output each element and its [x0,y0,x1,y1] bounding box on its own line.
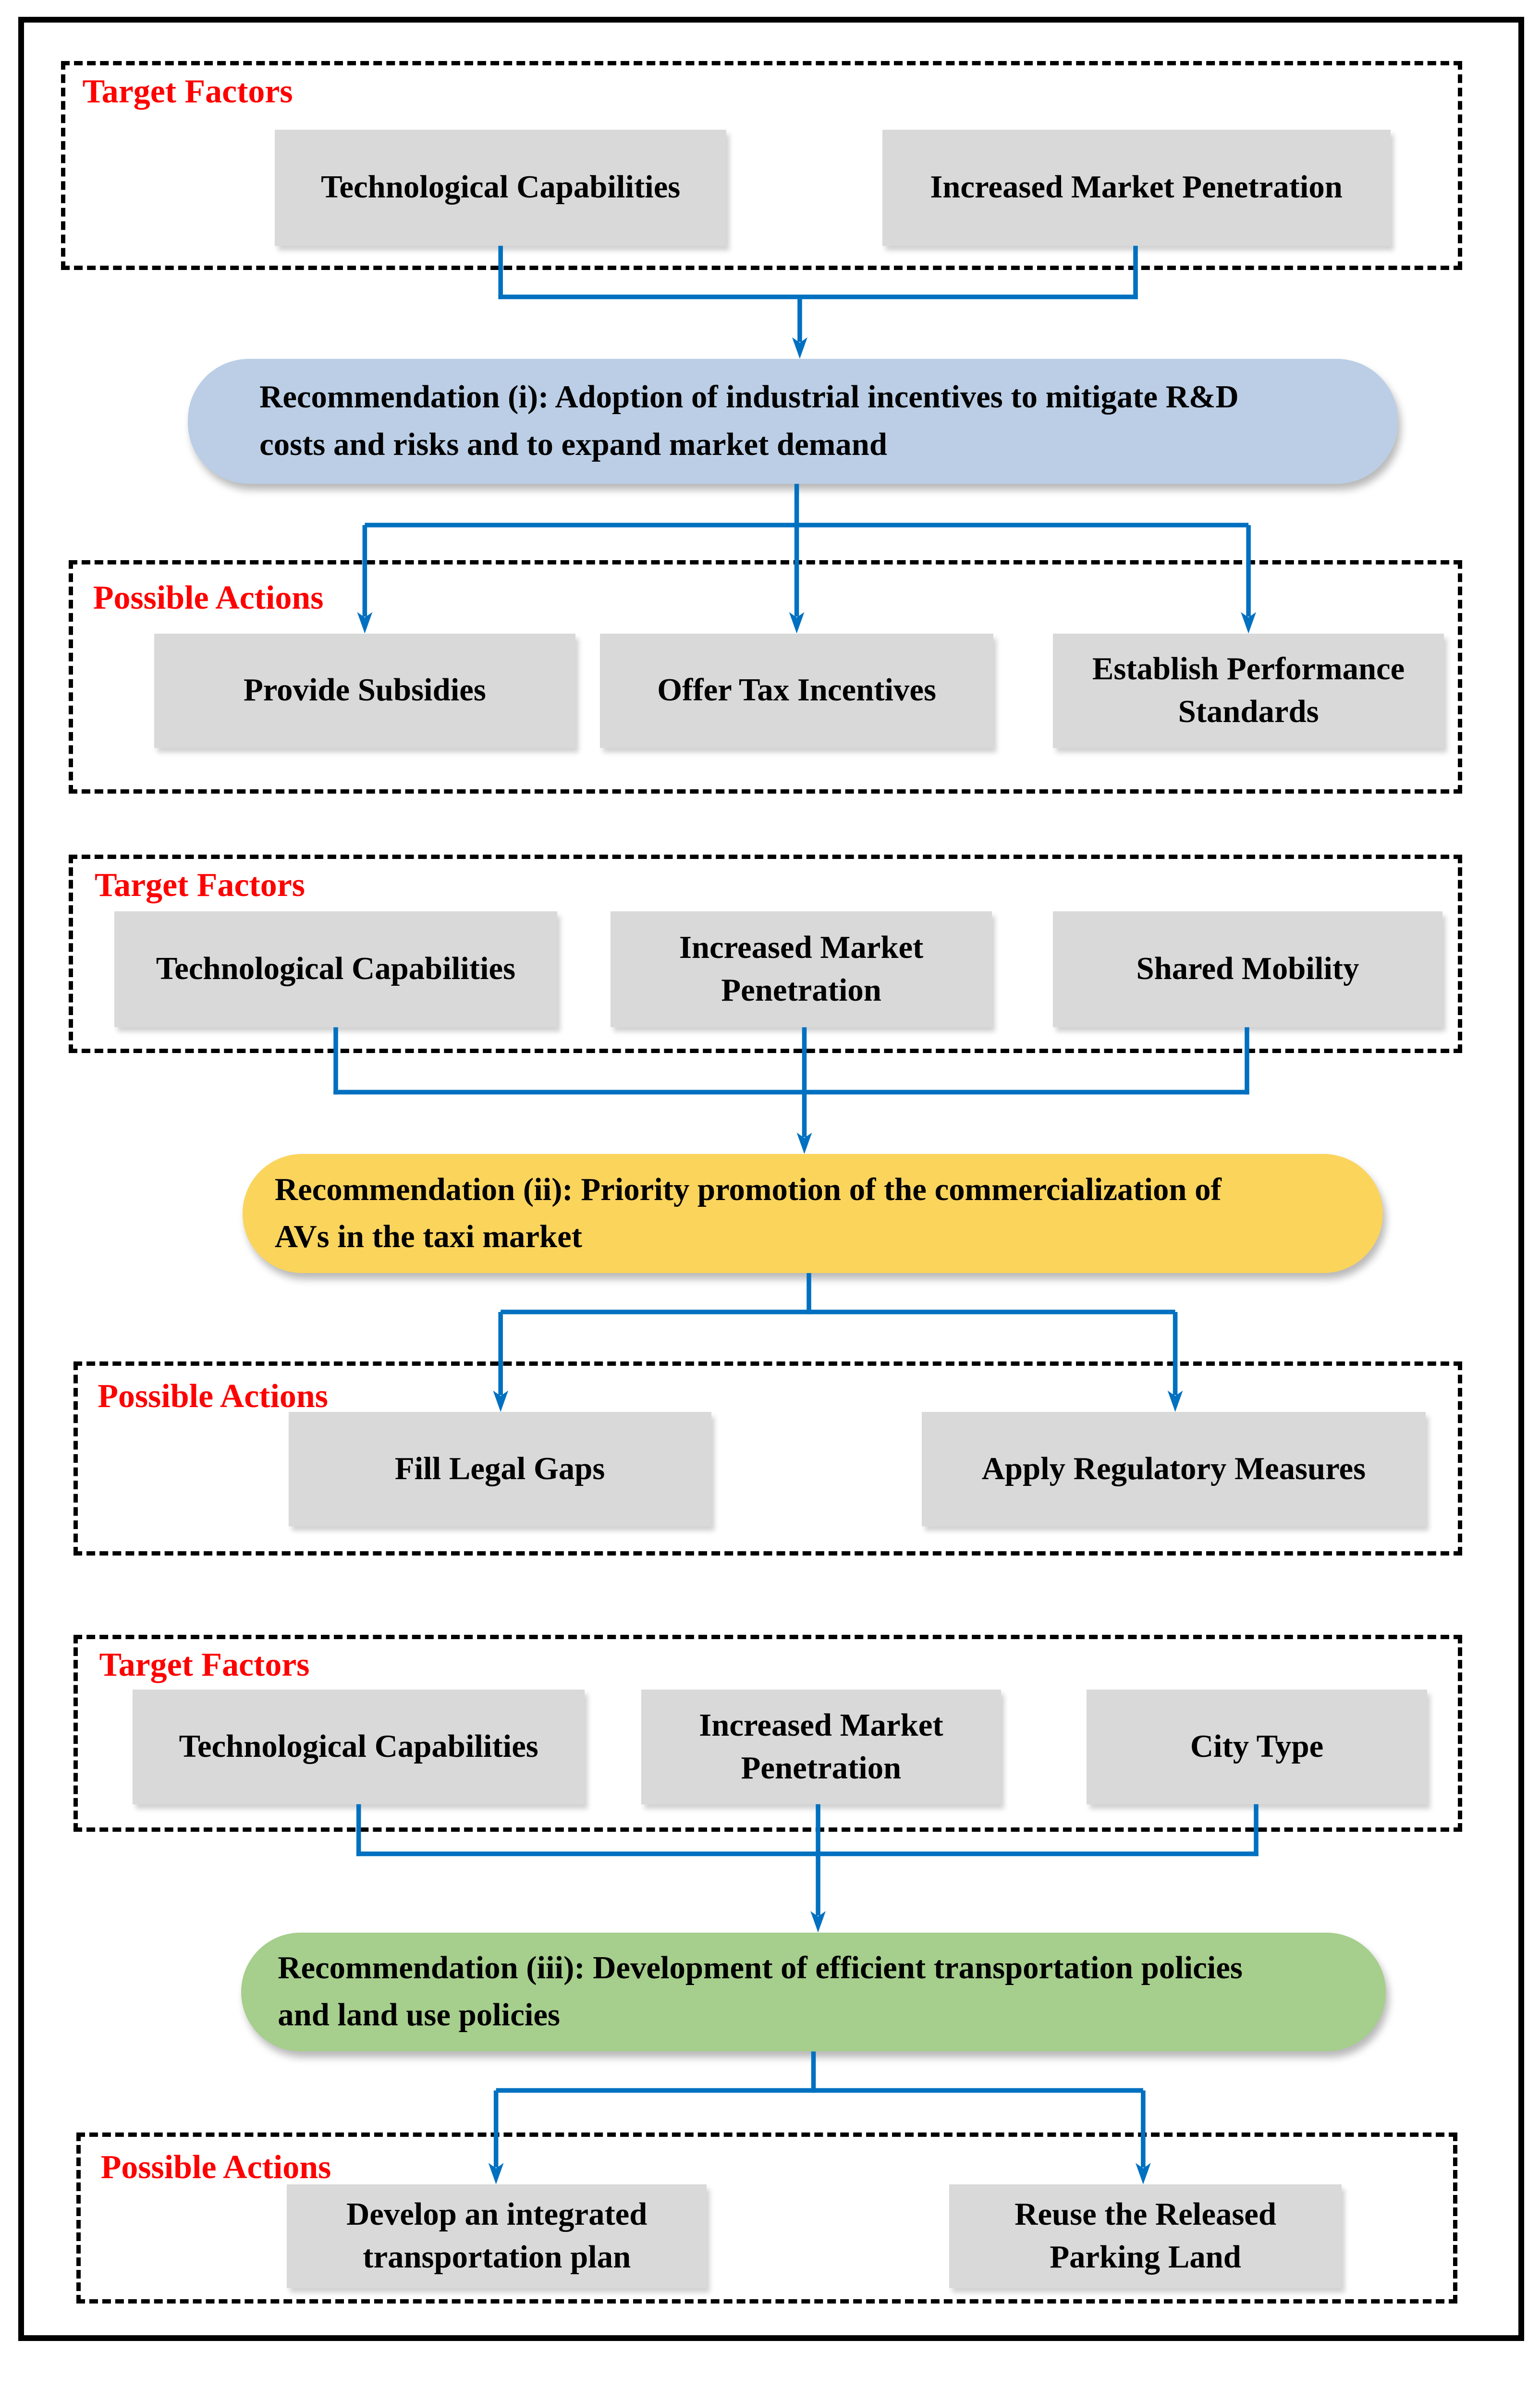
target-factors-label-2: Target Factors [94,866,305,904]
recommendation-ii-line-2: AVs in the taxi market [274,1219,582,1255]
recommendation-pill-iii: Recommendation (iii): Development of eff… [241,1932,1386,2052]
action-box-establish-performance-standards: Establish Performance Standards [1053,633,1444,748]
target-factors-section-3 [73,1634,1462,1832]
target-factors-section-1 [61,61,1462,270]
recommendation-pill-i: Recommendation (i): Adoption of industri… [187,358,1398,484]
factor-box-increased-market-penetration-1: Increased Market Penetration [882,130,1391,246]
factor-box-shared-mobility: Shared Mobility [1053,911,1442,1028]
possible-actions-section-1 [68,560,1462,794]
recommendation-iii-line-2: and land use policies [278,1998,560,2033]
action-box-reuse-released-parking-land: Reuse the Released Parking Land [949,2184,1342,2288]
recommendation-iii-line-1: Recommendation (iii): Development of eff… [278,1950,1243,1985]
recommendation-ii-line-1: Recommendation (ii): Priority promotion … [274,1172,1222,1207]
target-factors-label-1: Target Factors [82,73,293,110]
factor-box-technological-capabilities-2: Technological Capabilities [114,911,557,1028]
factor-box-increased-market-penetration-2: Increased Market Penetration [610,911,992,1028]
possible-actions-label-1: Possible Actions [93,579,324,617]
factor-box-increased-market-penetration-3: Increased Market Penetration [641,1690,1002,1804]
possible-actions-section-3 [76,2132,1458,2304]
factor-box-technological-capabilities-1: Technological Capabilities [274,130,727,246]
possible-actions-label-2: Possible Actions [98,1378,328,1415]
action-box-offer-tax-incentives: Offer Tax Incentives [599,633,994,748]
possible-actions-label-3: Possible Actions [100,2148,331,2186]
factor-box-technological-capabilities-3: Technological Capabilities [133,1690,585,1804]
action-box-apply-regulatory-measures: Apply Regulatory Measures [922,1412,1426,1527]
action-box-provide-subsidies: Provide Subsidies [154,633,575,748]
recommendation-i-line-1: Recommendation (i): Adoption of industri… [259,380,1239,415]
target-factors-label-3: Target Factors [99,1646,310,1684]
factor-box-city-type: City Type [1087,1690,1427,1804]
action-box-develop-integrated-transportation-plan: Develop an integrated transportation pla… [287,2184,707,2288]
recommendation-i-line-2: costs and risks and to expand market dem… [259,427,887,462]
possible-actions-section-2 [73,1361,1462,1556]
recommendation-pill-ii: Recommendation (ii): Priority promotion … [243,1154,1383,1273]
target-factors-section-2 [68,855,1462,1054]
figure-border [18,16,1524,2341]
action-box-fill-legal-gaps: Fill Legal Gaps [288,1412,711,1527]
